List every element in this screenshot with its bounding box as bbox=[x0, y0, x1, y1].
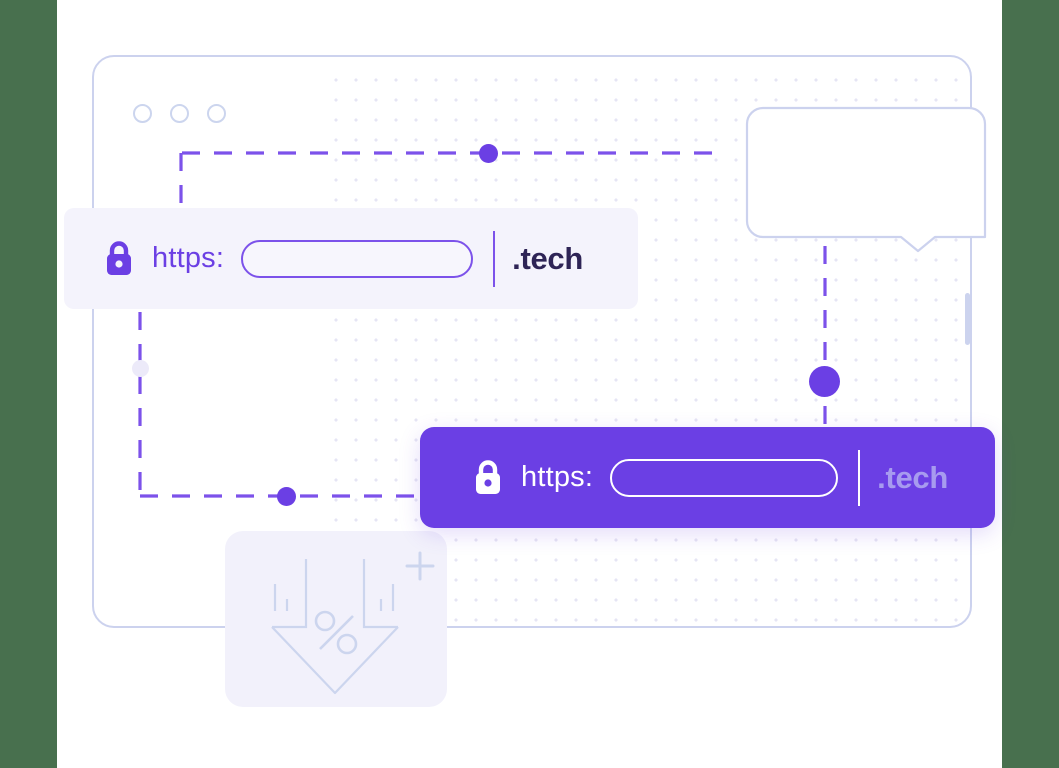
lock-icon bbox=[104, 240, 134, 277]
tld-label-light: .tech bbox=[512, 240, 583, 276]
url-input-light[interactable] bbox=[241, 239, 474, 278]
connector-node-bottom[interactable] bbox=[277, 487, 296, 506]
address-bar-purple[interactable]: https: .tech bbox=[420, 427, 995, 528]
lock-icon bbox=[473, 459, 503, 496]
white-canvas bbox=[57, 0, 1002, 768]
maximize-dot[interactable] bbox=[207, 104, 226, 123]
discount-download-tile bbox=[225, 531, 447, 707]
vertical-scrollbar-thumb[interactable] bbox=[965, 293, 970, 345]
tld-label-purple: .tech bbox=[877, 459, 948, 495]
address-bar-divider-purple bbox=[858, 449, 861, 506]
minimize-dot[interactable] bbox=[170, 104, 189, 123]
connector-node-large[interactable] bbox=[809, 366, 840, 397]
address-bar-light[interactable]: https: .tech bbox=[64, 208, 638, 309]
speech-bubble bbox=[745, 106, 987, 253]
address-bar-divider-light bbox=[493, 230, 496, 287]
connector-node-ghost bbox=[132, 360, 149, 377]
scheme-label-light: https: bbox=[152, 242, 225, 274]
connector-node-top[interactable] bbox=[479, 144, 498, 163]
scheme-label-purple: https: bbox=[521, 461, 594, 493]
url-input-purple[interactable] bbox=[610, 458, 839, 497]
close-dot[interactable] bbox=[133, 104, 152, 123]
